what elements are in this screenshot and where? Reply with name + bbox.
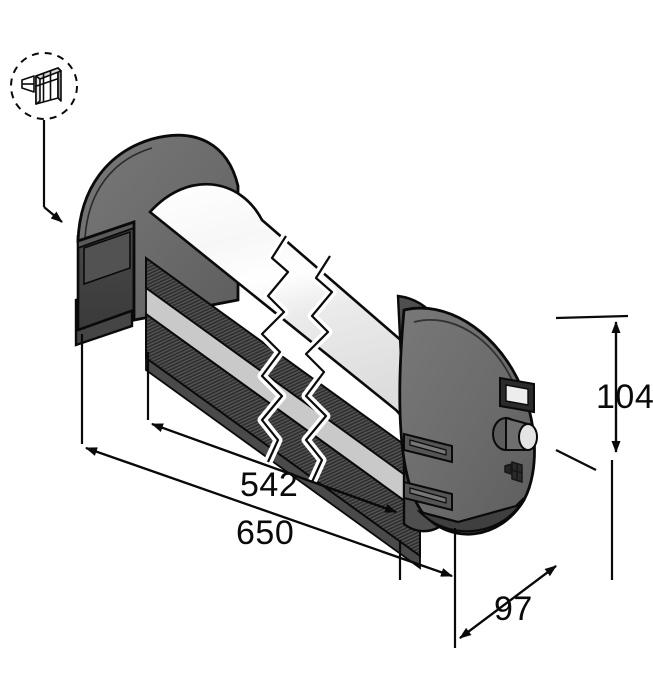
dim-line-650-b: [85, 446, 453, 578]
left-dome-cap: [76, 133, 240, 322]
dim-label-650: 650: [236, 514, 294, 552]
product-housing: [74, 133, 538, 570]
grid-mesh-detail-icon: [21, 67, 62, 105]
dimension-annotations: [80, 314, 629, 648]
grid-mesh-marking: [504, 460, 523, 484]
detail-callout-circle: [10, 52, 78, 120]
dimension-labels: 542 650 104 97: [236, 378, 653, 628]
dim-label-104: 104: [596, 378, 653, 416]
ext-line-104-bottom: [555, 449, 597, 471]
dim-line-97-b: [459, 565, 557, 639]
detail-leader-arrow: [43, 206, 63, 223]
right-end-cap: [396, 294, 538, 536]
ext-line-104-top: [555, 314, 629, 320]
dim-line-542-b: [151, 422, 397, 514]
right-cap-base: [416, 497, 525, 533]
dim-label-542: 542: [240, 466, 298, 504]
left-end-cap: [76, 214, 136, 332]
dim-label-97: 97: [494, 590, 533, 628]
break-symbol: [257, 233, 337, 484]
right-mount-clips: [403, 432, 453, 512]
indicator-window: [499, 376, 535, 414]
round-connector: [492, 416, 538, 451]
detail-callout: [10, 52, 78, 223]
